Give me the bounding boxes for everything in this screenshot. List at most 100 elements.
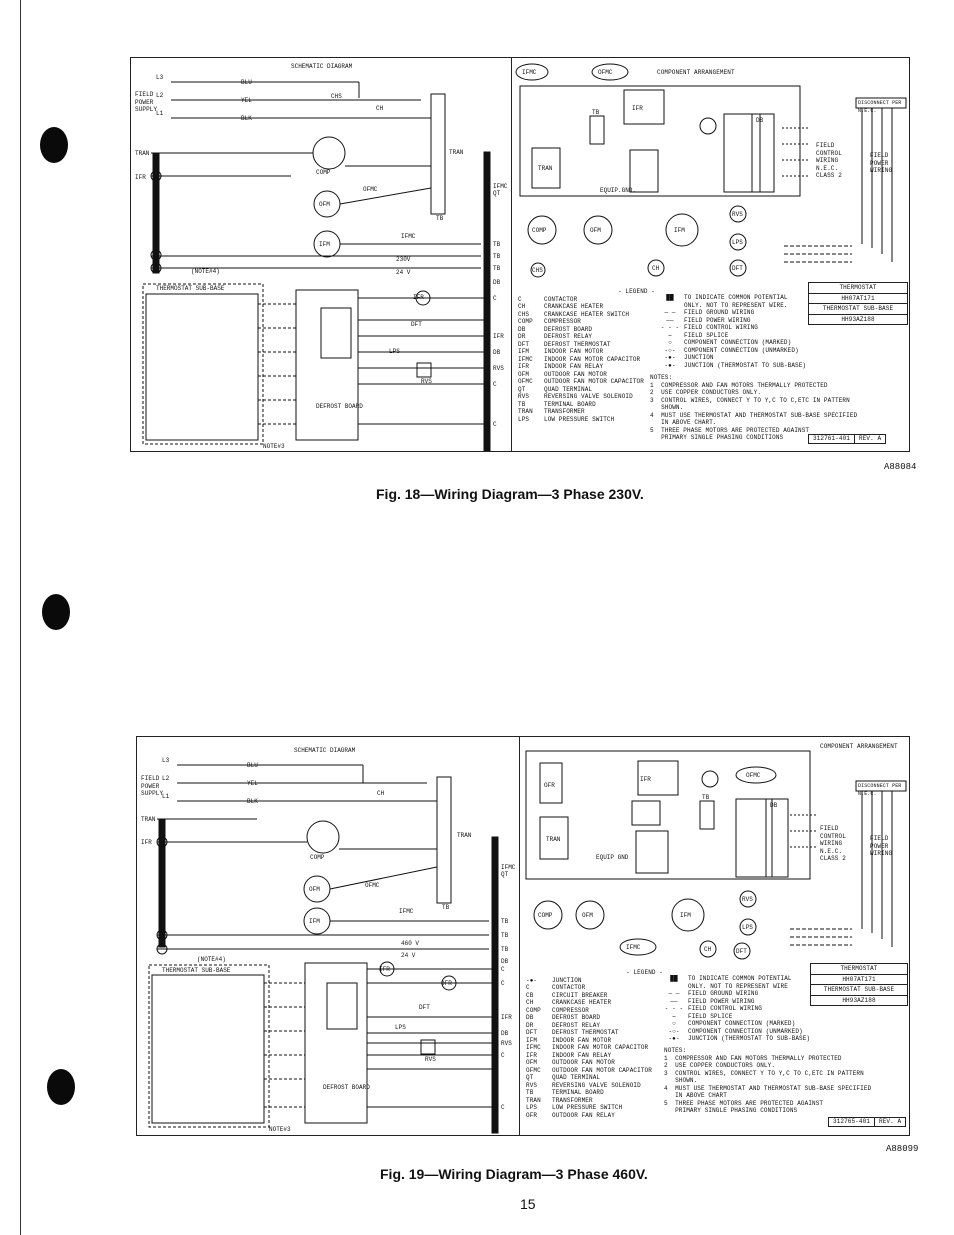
svg-text:IFM: IFM xyxy=(674,227,685,234)
note-line: 5 THREE PHASE MOTORS ARE PROTECTED AGAIN… xyxy=(664,1099,824,1107)
svg-text:TB: TB xyxy=(501,946,509,953)
note-line: 2 USE COPPER CONDUCTORS ONLY. xyxy=(650,389,762,396)
voltage-label: 230V xyxy=(396,256,411,263)
svg-text:DB: DB xyxy=(756,117,764,124)
svg-text:C: C xyxy=(493,295,497,302)
svg-text:RVS: RVS xyxy=(425,1056,436,1063)
symbol-desc: FIELD CONTROL WIRING xyxy=(688,1005,763,1012)
svg-text:OFM: OFM xyxy=(582,912,593,919)
svg-text:LPS: LPS xyxy=(732,239,743,246)
table-subbase: THERMOSTAT SUB-BASE xyxy=(811,985,907,996)
svg-text:TB: TB xyxy=(436,215,444,222)
symbol-glyph: ⌢ xyxy=(667,331,673,339)
legend-desc: QUAD TERMINAL xyxy=(544,385,593,393)
svg-text:CHS: CHS xyxy=(331,93,342,100)
note-line: SHOWN. xyxy=(664,1077,698,1084)
svg-text:OFR: OFR xyxy=(441,980,452,987)
svg-text:OFR: OFR xyxy=(544,782,555,789)
field-control-label: FIELD CONTROL WIRING N.E.C. CLASS 2 xyxy=(816,142,842,179)
legend-abbr: TB xyxy=(526,1089,534,1096)
svg-text:IFMC: IFMC xyxy=(401,233,416,240)
wiring-diagram-fig18: SCHEMATIC DIAGRAM FIELD POWER SUPPLY xyxy=(130,57,910,452)
symbol-desc: TO INDICATE COMMON POTENTIAL xyxy=(688,975,792,982)
defrost-board-label: DEFROST BOARD xyxy=(316,403,363,410)
table-thermostat: THERMOSTAT xyxy=(811,964,907,975)
svg-text:COMP: COMP xyxy=(532,227,547,234)
legend-abbr: DR xyxy=(518,333,526,340)
symbol-item: ——FIELD POWER WIRING xyxy=(656,317,806,325)
svg-text:IFMC: IFMC xyxy=(501,864,516,871)
legend-abbr: IFR xyxy=(526,1051,538,1059)
symbol-glyph: —— xyxy=(670,997,678,1005)
symbol-item: -○-COMPONENT CONNECTION (UNMARKED) xyxy=(656,347,806,355)
svg-text:C: C xyxy=(493,421,497,428)
svg-text:DFT: DFT xyxy=(736,948,747,955)
svg-text:RVS: RVS xyxy=(421,378,432,385)
svg-text:DFT: DFT xyxy=(732,265,743,272)
svg-text:OFM: OFM xyxy=(309,886,320,893)
table-thermostat-model: HH07AT171 xyxy=(811,975,907,985)
symbol-glyph: ○ xyxy=(668,339,672,346)
symbol-glyph: -●- xyxy=(664,361,676,369)
svg-text:TB: TB xyxy=(493,265,501,272)
svg-text:IFMC: IFMC xyxy=(626,944,641,951)
legend-desc: DEFROST BOARD xyxy=(552,1014,601,1021)
symbol-item: -●-JUNCTION (THERMOSTAT TO SUB-BASE) xyxy=(656,362,806,370)
notes-title: NOTES: xyxy=(664,1047,687,1054)
note3-ref: NOTE#3 xyxy=(269,1126,291,1133)
svg-text:RVS: RVS xyxy=(501,1040,512,1047)
legend-desc: OUTDOOR FAN MOTOR CAPACITOR xyxy=(552,1066,652,1074)
field-power-supply-label: FIELD POWER SUPPLY xyxy=(141,775,164,797)
legend-abbr: COMP xyxy=(518,318,533,325)
legend-desc: TRANSFORMER xyxy=(544,408,585,415)
symbol-desc: JUNCTION (THERMOSTAT TO SUB-BASE) xyxy=(688,1035,811,1042)
symbol-desc: FIELD POWER WIRING xyxy=(684,316,751,324)
component-panel: COMPONENT ARRANGEMENT xyxy=(520,737,909,1135)
table-subbase: THERMOSTAT SUB-BASE xyxy=(809,304,907,315)
svg-text:IFR: IFR xyxy=(493,333,504,340)
doc-number-fig18: 312761-401 REV. A xyxy=(808,434,887,444)
note3-ref: NOTE#3 xyxy=(263,443,285,450)
symbol-item: ██TO INDICATE COMMON POTENTIAL xyxy=(656,294,806,302)
svg-text:DFT: DFT xyxy=(411,321,422,328)
note-line: IN ABOVE CHART xyxy=(664,1092,727,1099)
legend-abbr: IFMC xyxy=(526,1044,541,1051)
symbol-item: - - -FIELD CONTROL WIRING xyxy=(660,1005,810,1013)
legend-desc: INDOOR FAN RELAY xyxy=(552,1051,612,1059)
page-number: 15 xyxy=(520,1196,536,1212)
svg-text:C: C xyxy=(493,381,497,388)
symbol-glyph: ○ xyxy=(672,1020,676,1027)
symbol-desc: FIELD GROUND WIRING xyxy=(684,309,755,316)
legend-item: IFR INDOOR FAN RELAY xyxy=(526,1052,663,1060)
svg-text:C: C xyxy=(501,966,505,973)
svg-text:COMP: COMP xyxy=(538,912,553,919)
svg-text:DB: DB xyxy=(493,349,501,356)
symbol-desc: FIELD SPLICE xyxy=(688,1012,733,1020)
legend-abbr: CB xyxy=(526,991,534,999)
note-line: SHOWN. xyxy=(650,404,684,411)
svg-text:TRAN: TRAN xyxy=(538,165,553,172)
symbol-glyph: ██ xyxy=(666,294,674,301)
svg-text:IFM: IFM xyxy=(309,918,320,925)
legend-abbr: RVS xyxy=(526,1081,538,1089)
symbol-glyph: -○- xyxy=(668,1027,680,1035)
svg-text:CH: CH xyxy=(377,790,385,797)
svg-text:YEL: YEL xyxy=(241,97,252,104)
legend-abbr: CH xyxy=(526,999,534,1006)
wiring-diagram-fig19: SCHEMATIC DIAGRAM FIELD POWER SUPPLY xyxy=(136,736,910,1136)
